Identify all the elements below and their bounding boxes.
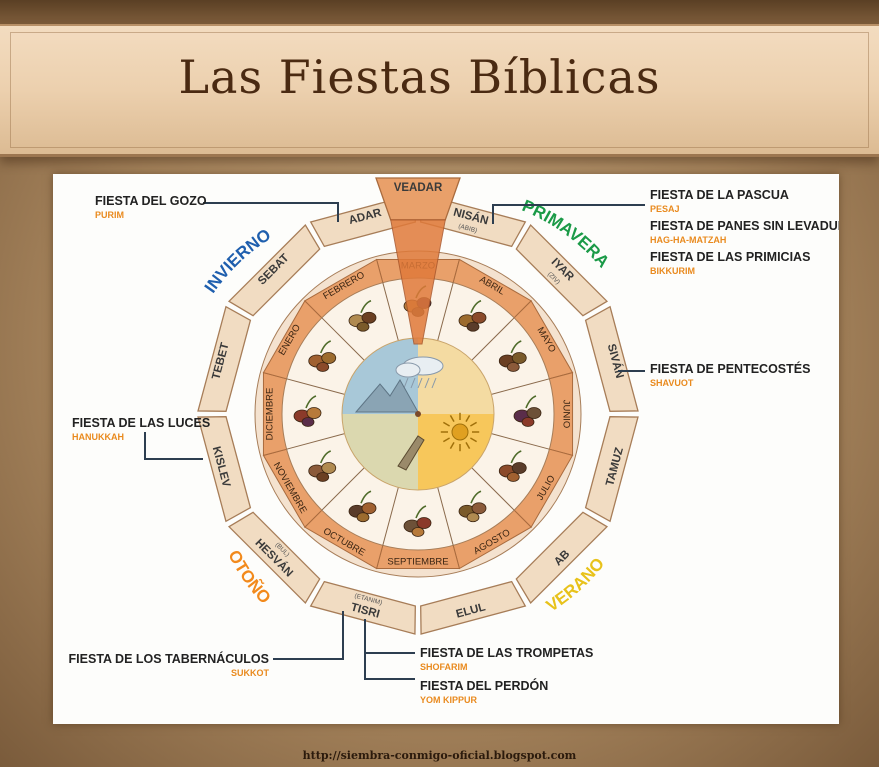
gregorian-month-label: DICIEMBRE [265, 388, 276, 441]
feast-shofarim-name: FIESTA DE LAS TROMPETAS [420, 646, 593, 660]
plough-icon [397, 435, 425, 471]
wedge-divider [382, 487, 399, 546]
wedge-divider [437, 282, 454, 341]
wedge-divider [471, 467, 515, 511]
veadar-label: VEADAR [394, 182, 443, 194]
produce-illustration [513, 395, 542, 427]
wedge-divider [382, 282, 399, 341]
page-title: Las Fiestas Bíblicas [178, 50, 661, 104]
hebrew-month-tile [197, 416, 252, 523]
feast-bikkurim-sub: BIKKURIM [650, 266, 695, 276]
feast-purim-sub: PURIM [95, 210, 124, 220]
center-point [415, 411, 421, 417]
gregorian-month-label: JUNIO [560, 400, 571, 429]
hebrew-month-tile [227, 511, 321, 605]
mountain-icon [354, 379, 419, 413]
wedge-divider [437, 487, 454, 546]
feast-pesaj-name: FIESTA DE LA PASCUA [650, 188, 789, 202]
produce-illustration [458, 490, 487, 523]
hebrew-month-tile [197, 305, 252, 412]
gregorian-month-label: SEPTIEMBRE [387, 557, 448, 568]
wedge-divider [286, 433, 345, 450]
hebrew-month-tile [227, 223, 321, 317]
feast-hanukkah-name: FIESTA DE LAS LUCES [72, 416, 210, 430]
feast-sukkot-name: FIESTA DE LOS TABERNÁCULOS [69, 651, 269, 666]
footer-url: http://siembra-conmigo-oficial.blogspot.… [302, 749, 577, 762]
produce-illustration [458, 299, 487, 332]
feast-matzah-name: FIESTA DE PANES SIN LEVADURA [650, 219, 839, 233]
produce-illustration [293, 395, 322, 427]
connector-hanukkah [144, 432, 203, 460]
season-quadrant [418, 338, 494, 414]
hebrew-month-tile [420, 580, 527, 635]
hebrew-month-tile [309, 580, 416, 635]
wedge-divider [321, 467, 365, 511]
wedge-divider [286, 378, 345, 395]
feast-hanukkah-sub: HANUKKAH [72, 432, 124, 442]
season-quadrant [342, 414, 418, 490]
produce-illustration [498, 450, 527, 482]
connector-sukkot [273, 611, 344, 660]
feast-purim-name: FIESTA DEL GOZO [95, 194, 207, 208]
wedge-divider [491, 433, 550, 450]
produce-illustration [348, 490, 377, 523]
feast-kippur-sub: YOM KIPPUR [420, 695, 478, 705]
produce-illustration [403, 505, 432, 537]
hebrew-month-tile [515, 223, 609, 317]
produce-illustration [348, 299, 377, 332]
produce-illustration [308, 340, 337, 372]
wedge-divider [471, 317, 515, 361]
feast-sukkot-sub: SUKKOT [231, 668, 270, 678]
season-quadrant [418, 414, 494, 490]
wedge-divider [321, 317, 365, 361]
connector-kippur [364, 653, 415, 680]
feast-shavuot-name: FIESTA DE PENTECOSTÉS [650, 361, 810, 376]
veadar-wedge [390, 219, 446, 345]
produce-illustration [498, 340, 527, 372]
banner-frame [10, 32, 869, 148]
hebrew-month-tile [584, 305, 639, 412]
title-banner [0, 24, 879, 157]
connector-purim [203, 202, 339, 222]
sun-icon [440, 412, 480, 452]
feast-bikkurim-name: FIESTA DE LAS PRIMICIAS [650, 250, 810, 264]
hebrew-month-alt-name: (ABIB) [457, 223, 477, 235]
feast-kippur-name: FIESTA DEL PERDÓN [420, 678, 548, 693]
hebrew-month-tile [515, 511, 609, 605]
produce-illustration [308, 450, 337, 482]
top-band [0, 0, 879, 24]
connector-pesaj [492, 204, 645, 224]
hebrew-month-tile [584, 416, 639, 523]
feast-shofarim-sub: SHOFARIM [420, 662, 468, 672]
feast-shavuot-sub: SHAVUOT [650, 378, 694, 388]
feast-pesaj-sub: PESAJ [650, 204, 680, 214]
feast-matzah-sub: HAG-HA-MATZAH [650, 235, 726, 245]
cloud-rain-icon [395, 356, 444, 389]
wedge-divider [491, 378, 550, 395]
